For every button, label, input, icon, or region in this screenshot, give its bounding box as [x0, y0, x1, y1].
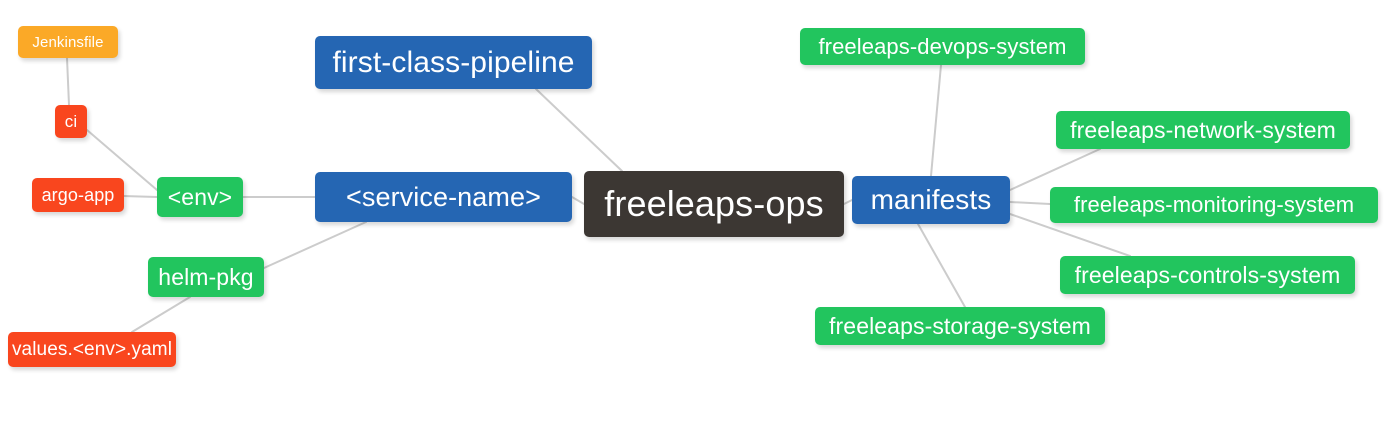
node-label-values-env-yaml: values.<env>.yaml: [11, 339, 173, 360]
node-label-freeleaps-monitoring-system: freeleaps-monitoring-system: [1073, 192, 1355, 217]
node-label-service-name: <service-name>: [346, 181, 541, 212]
node-label-freeleaps-controls-system: freeleaps-controls-system: [1074, 261, 1341, 288]
edge-ops-service: [571, 196, 585, 205]
node-helm-pkg[interactable]: helm-pkg: [148, 257, 264, 297]
edge-ops-manifests: [843, 199, 853, 205]
node-label-freeleaps-devops-system: freeleaps-devops-system: [818, 33, 1067, 59]
node-label-argo-app: argo-app: [41, 185, 115, 205]
node-service-name[interactable]: <service-name>: [315, 172, 572, 222]
edge-manifests-devops: [930, 64, 942, 177]
node-label-freeleaps-storage-system: freeleaps-storage-system: [829, 312, 1091, 339]
node-label-manifests: manifests: [870, 184, 992, 215]
node-argo-app[interactable]: argo-app: [32, 178, 124, 212]
edge-manifests-monitoring: [1009, 201, 1051, 205]
node-label-first-class-pipeline: first-class-pipeline: [332, 45, 575, 79]
node-freeleaps-controls-system[interactable]: freeleaps-controls-system: [1060, 256, 1355, 294]
node-label-freeleaps-network-system: freeleaps-network-system: [1070, 116, 1336, 143]
node-freeleaps-ops[interactable]: freeleaps-ops: [584, 171, 844, 237]
edge-manifests-storage: [917, 223, 966, 308]
edge-manifests-network: [1009, 148, 1101, 191]
node-env[interactable]: <env>: [157, 177, 243, 217]
edge-ci-jenkinsfile: [66, 57, 70, 106]
node-label-helm-pkg: helm-pkg: [158, 263, 254, 290]
node-label-ci: ci: [64, 112, 78, 131]
node-freeleaps-monitoring-system[interactable]: freeleaps-monitoring-system: [1050, 187, 1378, 223]
node-freeleaps-network-system[interactable]: freeleaps-network-system: [1056, 111, 1350, 149]
node-freeleaps-devops-system[interactable]: freeleaps-devops-system: [800, 28, 1085, 65]
edge-ops-pipeline: [535, 88, 623, 172]
node-label-jenkinsfile: Jenkinsfile: [32, 33, 104, 51]
node-first-class-pipeline[interactable]: first-class-pipeline: [315, 36, 592, 89]
node-label-env: <env>: [167, 183, 233, 210]
node-manifests[interactable]: manifests: [852, 176, 1010, 224]
edge-service-helm: [263, 221, 367, 269]
node-values-env-yaml[interactable]: values.<env>.yaml: [8, 332, 176, 367]
edge-helm-values: [131, 296, 191, 333]
edge-env-argo: [123, 195, 158, 198]
node-jenkinsfile[interactable]: Jenkinsfile: [18, 26, 118, 58]
node-ci[interactable]: ci: [55, 105, 87, 138]
node-freeleaps-storage-system[interactable]: freeleaps-storage-system: [815, 307, 1105, 345]
node-label-freeleaps-ops: freeleaps-ops: [604, 183, 824, 224]
